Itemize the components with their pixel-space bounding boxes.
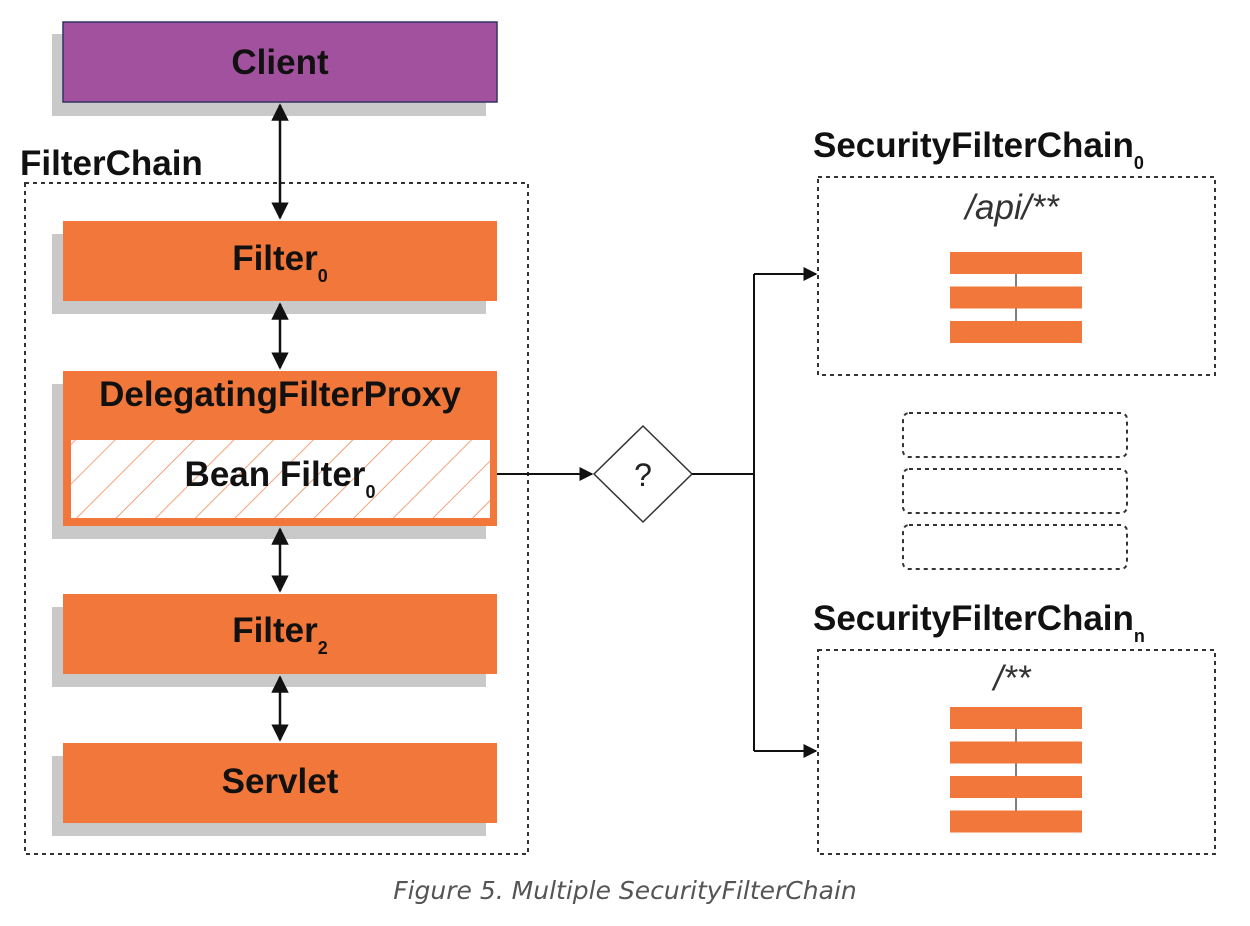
filter2-text: Filter [232, 611, 318, 650]
filter2-box: Filter2 [52, 594, 497, 687]
delegating-filter-proxy-box: DelegatingFilterProxy Bean Filter0 [52, 371, 497, 539]
chainn-filter-0 [950, 707, 1082, 729]
bean-filter-subscript: 0 [365, 482, 375, 502]
chain0-filter-1 [950, 286, 1082, 309]
chainn-filter-2 [950, 776, 1082, 798]
filter-chain-label: FilterChain [20, 144, 203, 183]
bean-filter-label: Bean Filter0 [185, 455, 376, 502]
chainn-pattern: /** [992, 659, 1032, 698]
chain0-title-subscript: 0 [1134, 153, 1144, 173]
bean-filter-text: Bean Filter [185, 455, 366, 494]
servlet-label: Servlet [222, 762, 339, 801]
filter2-label: Filter2 [232, 611, 328, 658]
chainn-filter-1 [950, 741, 1082, 764]
decision-diamond: ? [592, 424, 694, 524]
filter2-subscript: 2 [318, 638, 328, 658]
chain0-pattern: /api/** [963, 188, 1060, 227]
security-filter-chain-n: SecurityFilterChainn /** [813, 599, 1216, 855]
chainn-title-subscript: n [1134, 626, 1145, 646]
servlet-box: Servlet [52, 743, 497, 836]
chainn-filter-stack [950, 707, 1082, 833]
decision-shape [592, 424, 694, 524]
filter0-box: Filter0 [52, 221, 497, 314]
client-label: Client [231, 43, 329, 82]
chain0-filter-0 [950, 252, 1082, 274]
chain0-filter-2 [950, 321, 1082, 343]
chain0-border [817, 176, 1216, 376]
branch-lines [692, 267, 818, 758]
placeholder-chain-1 [902, 468, 1128, 514]
filter0-label: Filter0 [232, 239, 328, 286]
delegating-filter-proxy-label: DelegatingFilterProxy [99, 375, 461, 414]
figure-caption: Figure 5. Multiple SecurityFilterChain [393, 876, 857, 905]
client-rect [62, 21, 498, 103]
chain0-title: SecurityFilterChain0 [813, 126, 1144, 173]
filter0-text: Filter [232, 239, 318, 278]
bean-filter-hatch [71, 440, 490, 518]
client-box: Client [52, 21, 498, 116]
decision-label: ? [634, 457, 652, 493]
servlet-rect [63, 743, 497, 823]
chainn-filter-3 [950, 810, 1082, 833]
chainn-border [817, 649, 1216, 855]
placeholder-chain-0 [902, 412, 1128, 458]
filter2-rect [63, 594, 497, 674]
chain0-title-text: SecurityFilterChain [813, 126, 1134, 165]
chainn-title-text: SecurityFilterChain [813, 599, 1134, 638]
placeholder-chain-2 [902, 524, 1128, 570]
chainn-title: SecurityFilterChainn [813, 599, 1145, 646]
filter0-subscript: 0 [318, 266, 328, 286]
chain0-filter-stack [950, 252, 1082, 343]
filter0-rect [63, 221, 497, 301]
placeholder-chains [902, 412, 1128, 570]
security-filter-chain-0: SecurityFilterChain0 /api/** [813, 126, 1216, 376]
